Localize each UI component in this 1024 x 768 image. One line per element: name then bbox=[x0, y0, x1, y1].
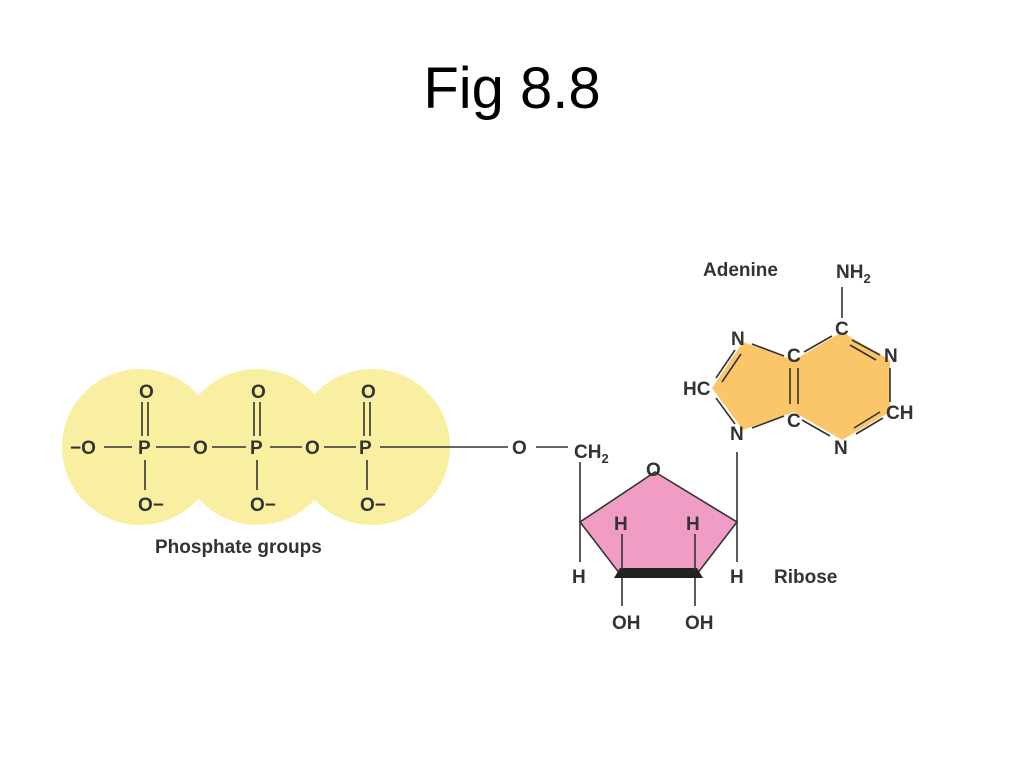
atom-h-in-2: H bbox=[686, 514, 700, 535]
atom-o-minus-left: −O bbox=[70, 438, 96, 459]
adenine-five-ring bbox=[712, 342, 794, 430]
atom-o-ring: O bbox=[646, 460, 661, 481]
label-ribose: Ribose bbox=[774, 567, 837, 588]
atom-n-bottom-six: N bbox=[834, 438, 848, 459]
atom-o-bottom-1: O− bbox=[138, 495, 164, 516]
atom-hc: HC bbox=[683, 379, 711, 400]
atom-p-1: P bbox=[138, 438, 151, 459]
atom-o-top-1: O bbox=[139, 382, 154, 403]
atom-o-top-3: O bbox=[361, 382, 376, 403]
atom-n-bottom-five: N bbox=[730, 424, 744, 445]
atom-o-bridge-1: O bbox=[193, 438, 208, 459]
atom-n-top: N bbox=[731, 329, 745, 350]
atom-o-bottom-3: O− bbox=[360, 495, 386, 516]
atom-oh-2: OH bbox=[685, 613, 714, 634]
ribose-ring bbox=[578, 471, 739, 575]
label-adenine: Adenine bbox=[703, 260, 778, 281]
atom-c-top: C bbox=[835, 319, 849, 340]
atom-o-ester: O bbox=[512, 438, 527, 459]
atom-c-mid-bottom: C bbox=[787, 411, 801, 432]
atom-ch-right: CH bbox=[886, 403, 913, 424]
atom-ch: CH2 bbox=[574, 442, 609, 466]
phosphate-circle-1 bbox=[62, 369, 218, 525]
atom-p-3: P bbox=[359, 438, 372, 459]
phosphate-bonds bbox=[104, 402, 508, 490]
phosphate-circle-2 bbox=[179, 369, 335, 525]
atom-oh-1: OH bbox=[612, 613, 641, 634]
ribose-bonds bbox=[536, 446, 738, 606]
atom-c-mid-top: C bbox=[787, 346, 801, 367]
atom-h-in-1: H bbox=[614, 514, 628, 535]
ribose-bold-edge bbox=[614, 568, 703, 578]
atom-o-bridge-2: O bbox=[305, 438, 320, 459]
adenine-bonds bbox=[715, 287, 891, 437]
atom-p-2: P bbox=[250, 438, 263, 459]
atom-nh: NH2 bbox=[836, 262, 871, 286]
atom-o-bottom-2: O− bbox=[250, 495, 276, 516]
atom-n-right: N bbox=[884, 346, 898, 367]
atom-o-top-2: O bbox=[251, 382, 266, 403]
label-phosphate-groups: Phosphate groups bbox=[155, 537, 322, 558]
slide-title: Fig 8.8 bbox=[423, 56, 601, 121]
phosphate-group-shapes bbox=[62, 369, 450, 525]
adenine-six-ring bbox=[794, 332, 890, 440]
atom-h-left: H bbox=[572, 567, 586, 588]
phosphate-circle-3 bbox=[294, 369, 450, 525]
atom-h-right: H bbox=[730, 567, 744, 588]
